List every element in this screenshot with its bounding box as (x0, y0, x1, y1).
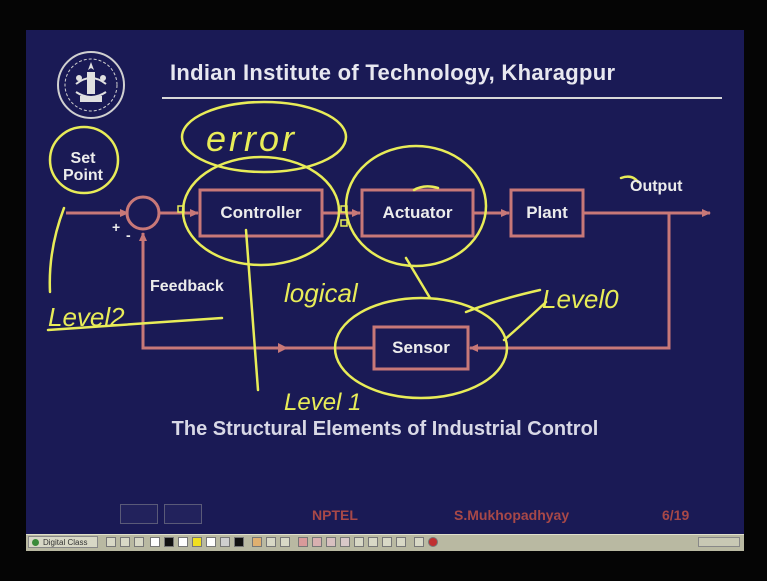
ink-level1-text: Level 1 (284, 389, 361, 416)
toolbar-clock (698, 537, 740, 547)
sensor-block (372, 325, 470, 371)
minus-sign: - (126, 227, 131, 243)
actuator-label: Actuator (382, 203, 453, 222)
ink-level2-underline (46, 316, 224, 332)
iit-logo-icon (57, 51, 125, 119)
ink-error-text: error (206, 118, 297, 159)
ink-error-circle (180, 100, 348, 174)
slide: Indian Institute of Technology, Kharagpu… (26, 30, 744, 550)
color-yellow-swatch[interactable] (192, 537, 202, 547)
toolbar-start-button[interactable]: Digital Class (28, 536, 98, 548)
ink-level1-pointer (244, 228, 260, 392)
control-loop-diagram: error logical Level0 Level 1 Level2 (46, 100, 711, 416)
plant-block (509, 188, 585, 238)
record-icon[interactable] (428, 537, 438, 547)
title-underline (162, 97, 722, 99)
next-slide-button[interactable] (164, 504, 202, 524)
footer-author: S.Mukhopadhyay (454, 507, 570, 523)
color-gray-swatch[interactable] (220, 537, 230, 547)
feedback-line-left (139, 232, 374, 350)
color-orange-swatch[interactable] (252, 537, 262, 547)
pen-size-large-icon[interactable] (280, 537, 290, 547)
controller-block (198, 188, 324, 238)
rectangle-tool-icon[interactable] (354, 537, 364, 547)
ink-level0-pointer-2 (502, 300, 548, 342)
plus-sign: + (112, 219, 121, 235)
color-black-swatch-2[interactable] (234, 537, 244, 547)
eraser-tool-icon[interactable] (382, 537, 392, 547)
pointer-tool-icon[interactable] (414, 537, 424, 547)
ink-setpoint-circle (48, 125, 120, 195)
tool-redo-icon[interactable] (134, 537, 144, 547)
set-point-label: Set Point (63, 150, 103, 184)
footer-nptel: NPTEL (312, 507, 358, 523)
tool-undo-icon[interactable] (120, 537, 130, 547)
line-tool-icon[interactable] (340, 537, 350, 547)
ellipse-tool-icon[interactable] (368, 537, 378, 547)
highlighter-tool-icon[interactable] (326, 537, 336, 547)
ink-level0-pointer (464, 288, 542, 314)
color-white-swatch-2[interactable] (178, 537, 188, 547)
plant-label: Plant (526, 203, 568, 222)
toolbar-start-label: Digital Class (43, 538, 88, 547)
app-icon (32, 539, 39, 546)
actuator-block (360, 188, 475, 238)
junction-marker (340, 219, 348, 227)
ink-logical-text: logical (284, 278, 359, 308)
color-black-swatch[interactable] (164, 537, 174, 547)
feedback-midarrow (278, 343, 288, 353)
summing-junction (125, 195, 161, 231)
marker-tool-icon[interactable] (312, 537, 322, 547)
ink-dash (412, 185, 440, 192)
ink-output-tick (619, 175, 640, 184)
feedback-line-right (469, 213, 671, 352)
slide-title: Indian Institute of Technology, Kharagpu… (170, 60, 616, 85)
ink-level0-text: Level0 (542, 284, 619, 314)
output-label: Output (630, 178, 683, 195)
ink-controller-circle (181, 155, 341, 267)
ink-setpoint-pointer (48, 206, 66, 294)
ink-actuator-circle (344, 144, 488, 268)
tool-pages-icon[interactable] (106, 537, 116, 547)
slide-caption: The Structural Elements of Industrial Co… (171, 418, 599, 440)
ink-level2-text: Level2 (48, 302, 125, 332)
ink-sensor-circle (333, 296, 509, 400)
color-white-swatch[interactable] (150, 537, 160, 547)
prev-slide-button[interactable] (120, 504, 158, 524)
sensor-label: Sensor (392, 338, 450, 357)
ink-level1-pointer-2 (404, 256, 432, 300)
pen-tool-icon[interactable] (298, 537, 308, 547)
controller-label: Controller (220, 203, 302, 222)
feedback-label: Feedback (150, 278, 224, 295)
annotation-toolbar: Digital Class (26, 534, 744, 551)
select-tool-icon[interactable] (396, 537, 406, 547)
pen-size-small-icon[interactable] (266, 537, 276, 547)
footer-page-number: 6/19 (662, 507, 690, 523)
color-white-swatch-3[interactable] (206, 537, 216, 547)
